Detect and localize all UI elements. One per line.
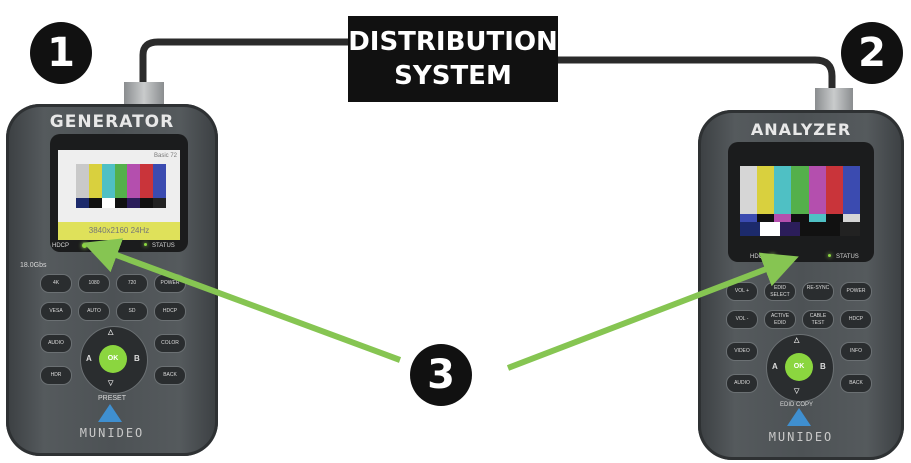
distribution-line2: SYSTEM [394, 61, 512, 91]
generator-button-vesa[interactable]: VESA [40, 302, 72, 321]
analyzer-color-bars-lower [740, 222, 860, 236]
generator-screen-status: 3840x2160 24Hz [58, 222, 180, 240]
generator-screen: Basic 72 3840x2160 24Hz [58, 150, 180, 240]
generator-color-bars-lower [76, 198, 167, 208]
generator-dpad-a[interactable]: A [86, 354, 92, 363]
analyzer-button-vol-up[interactable]: VOL + [726, 282, 758, 301]
analyzer-connector [815, 88, 853, 110]
analyzer-hdcp-label: HDCP [750, 254, 768, 260]
generator-button-1080[interactable]: 1080 [78, 274, 110, 293]
generator-dpad-up-icon[interactable]: △ [108, 329, 114, 336]
generator-hdcp-label: HDCP [52, 243, 70, 249]
munideo-logo-icon [787, 408, 811, 426]
generator-ok-button[interactable]: OK [99, 345, 127, 373]
generator-button-auto[interactable]: AUTO [78, 302, 110, 321]
analyzer-title: ANALYZER [750, 120, 852, 139]
generator-button-back[interactable]: BACK [154, 366, 186, 385]
analyzer-dpad-up-icon[interactable]: △ [794, 337, 800, 344]
analyzer-status-label: STATUS [836, 254, 859, 260]
analyzer-ok-button[interactable]: OK [785, 353, 813, 381]
generator-dpad-down-icon[interactable]: ▽ [108, 380, 114, 387]
munideo-logo-icon [98, 404, 122, 422]
badge-1: 1 [30, 22, 92, 84]
analyzer-button-vol-down[interactable]: VOL - [726, 310, 758, 329]
analyzer-button-hdcp[interactable]: HDCP [840, 310, 872, 329]
badge-2: 2 [841, 22, 903, 84]
analyzer-button-power[interactable]: POWER [840, 282, 872, 301]
arrow-to-generator-hdcp [83, 238, 402, 363]
generator-title: GENERATOR [49, 112, 175, 132]
analyzer-dpad-b[interactable]: B [820, 362, 826, 371]
analyzer-button-re-sync[interactable]: RE-SYNC [802, 282, 834, 301]
generator-button-720[interactable]: 720 [116, 274, 148, 293]
generator-status-label: STATUS [152, 243, 175, 249]
distribution-system-label: DISTRIBUTION SYSTEM [348, 16, 558, 102]
analyzer-button-video[interactable]: VIDEO [726, 342, 758, 361]
analyzer-edid-copy-label: EDID COPY [780, 402, 814, 408]
distribution-line1: DISTRIBUTION [348, 27, 558, 57]
analyzer-dpad-down-icon[interactable]: ▽ [794, 388, 800, 395]
generator-preset-label: PRESET [98, 395, 127, 402]
analyzer-button-active-edid[interactable]: ACTIVE EDID [764, 310, 796, 329]
analyzer-brand: MUNIDEO [768, 430, 834, 444]
generator-screen-tag: Basic 72 [153, 153, 177, 159]
generator-connector [124, 82, 164, 104]
generator-button-audio[interactable]: AUDIO [40, 334, 72, 353]
generator-button-color[interactable]: COLOR [154, 334, 186, 353]
generator-button-hdcp[interactable]: HDCP [154, 302, 186, 321]
analyzer-color-bars [740, 166, 860, 214]
analyzer-color-bars-mid [740, 214, 860, 222]
generator-color-bars [76, 164, 167, 198]
analyzer-button-info[interactable]: INFO [840, 342, 872, 361]
analyzer-screen [740, 166, 860, 236]
analyzer-button-cable-test[interactable]: CABLE TEST [802, 310, 834, 329]
analyzer-status-led [828, 254, 831, 257]
generator-button-sd[interactable]: SD [116, 302, 148, 321]
arrow-to-analyzer-hdcp [506, 252, 799, 371]
analyzer-button-back[interactable]: BACK [840, 374, 872, 393]
generator-button-hdr[interactable]: HDR [40, 366, 72, 385]
generator-dpad-b[interactable]: B [134, 354, 140, 363]
generator-status-led [144, 243, 147, 246]
badge-3: 3 [410, 344, 472, 406]
analyzer-button-audio[interactable]: AUDIO [726, 374, 758, 393]
generator-button-4k[interactable]: 4K [40, 274, 72, 293]
analyzer-dpad-a[interactable]: A [772, 362, 778, 371]
generator-band-label: 18.0Gbs [20, 262, 47, 269]
generator-brand: MUNIDEO [79, 426, 145, 440]
